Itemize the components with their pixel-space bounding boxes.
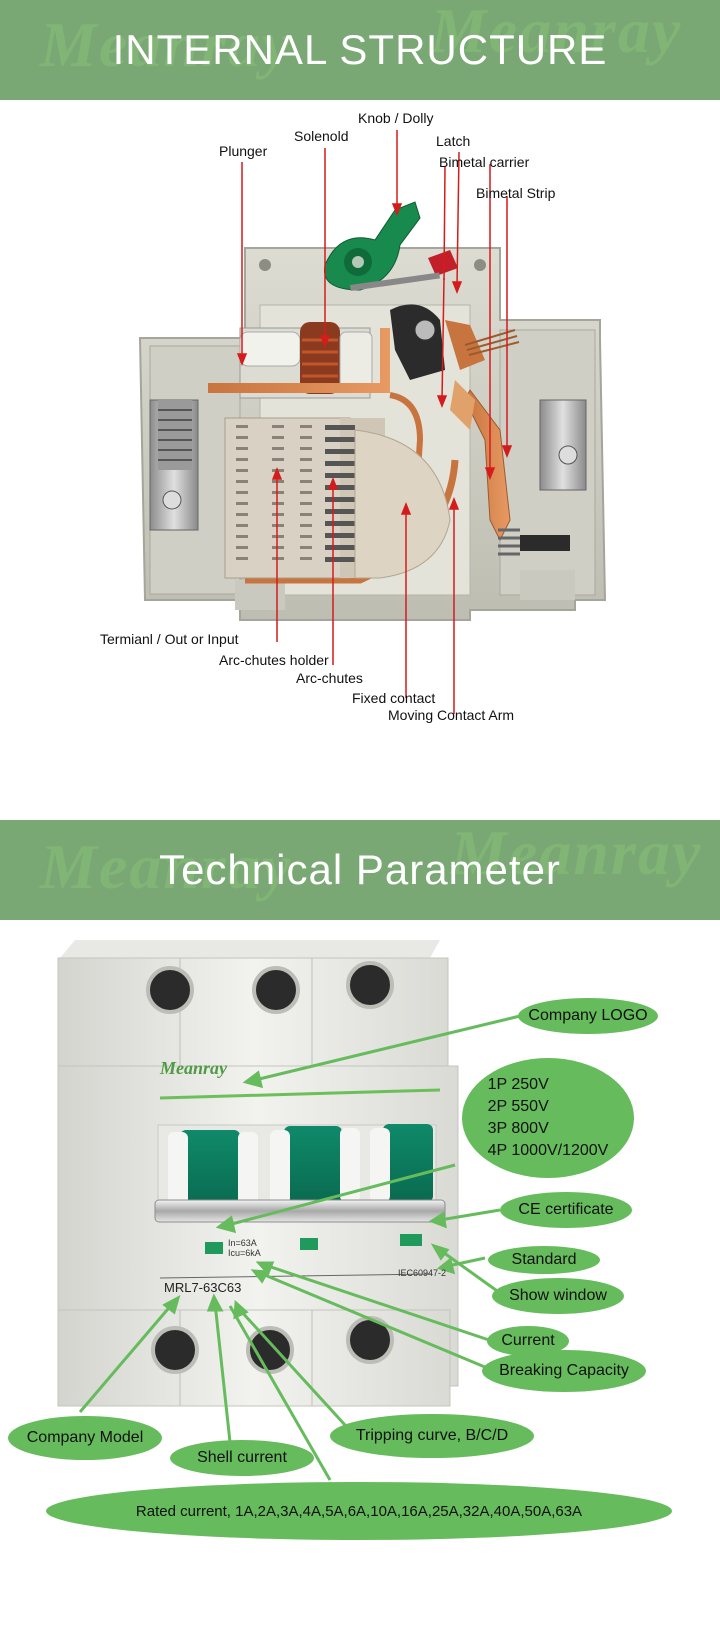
voltage-1p: 1P 250V — [487, 1076, 549, 1093]
bubble-company-logo-text: Company LOGO — [528, 1007, 648, 1024]
arc-chutes-holder — [224, 417, 451, 579]
right-terminal-screw — [539, 399, 587, 491]
bubble-breaking-capacity: Breaking Capacity — [482, 1350, 646, 1392]
section-title-parameters: Technical Parameter — [159, 846, 561, 893]
bubble-company-model-text: Company Model — [26, 1429, 144, 1446]
top-screw-holes — [146, 961, 394, 1014]
brand-stripe — [159, 1088, 441, 1100]
label-solenoid: Solenold — [294, 128, 349, 144]
label-bimetal-carrier: Bimetal carrier — [439, 154, 530, 170]
watermark-logo: Meanray — [40, 831, 293, 902]
label-moving-contact-arm: Moving Contact Arm — [388, 707, 515, 723]
watermark-logo: Meanray — [430, 0, 683, 66]
bubble-show-window: Show window — [492, 1278, 624, 1314]
label-arc-chutes-holder: Arc-chutes holder — [219, 652, 329, 668]
bubble-tripping-curve-text: Tripping curve, B/C/D — [355, 1427, 509, 1444]
label-terminal: Termianl / Out or Input — [100, 631, 239, 647]
bubble-rated-current: Rated current, 1A,2A,3A,4A,5A,6A,10A,16A… — [46, 1482, 672, 1540]
device-rating-icu: Icu=6kA — [228, 1248, 261, 1258]
latch — [350, 250, 458, 291]
bubble-current-text: Current — [501, 1332, 555, 1349]
bubble-voltage-ratings: 1P 250V 2P 550V 3P 800V 4P 1000V/1200V — [462, 1058, 634, 1178]
technical-parameter-diagram: Meanray In=63A Icu=6kA MRL7-63C63 IEC609… — [0, 920, 720, 1640]
bubble-rated-current-text: Rated current, 1A,2A,3A,4A,5A,6A,10A,16A… — [135, 1502, 583, 1520]
label-bimetal-strip: Bimetal Strip — [476, 185, 556, 201]
label-fixed-contact: Fixed contact — [352, 690, 436, 706]
bubble-company-logo: Company LOGO — [518, 998, 658, 1034]
bottom-screw-holes — [151, 1316, 394, 1374]
device-brand-logo: Meanray — [160, 1058, 227, 1078]
watermark-logo: Meanray — [450, 820, 703, 888]
label-plunger: Plunger — [219, 143, 268, 159]
handle-bar — [154, 1199, 446, 1223]
watermark-logo: Meanray — [40, 9, 293, 80]
bubble-standard: Standard — [488, 1246, 600, 1274]
section-banner-parameters: Meanray Meanray Technical Parameter — [0, 820, 720, 920]
bubble-standard-text: Standard — [511, 1251, 577, 1268]
callout-arrows — [78, 1014, 521, 1481]
device-rating-in: In=63A — [228, 1238, 257, 1248]
bubble-shell-current-text: Shell current — [197, 1449, 287, 1466]
device-model-number: MRL7-63C63 — [164, 1280, 242, 1295]
bimetal-strip — [450, 380, 570, 556]
bubble-breaking-capacity-text: Breaking Capacity — [499, 1362, 629, 1379]
section-banner-structure: Meanray Meanray INTERNAL STRUCTURE — [0, 0, 720, 100]
left-terminal-screw — [149, 399, 199, 531]
trip-mechanism — [390, 304, 520, 380]
label-knob-dolly: Knob / Dolly — [358, 110, 434, 126]
bubble-show-window-text: Show window — [509, 1287, 607, 1304]
show-windows — [205, 1234, 422, 1254]
leader-lines — [236, 130, 513, 714]
voltage-3p: 3P 800V — [487, 1120, 549, 1137]
breaker-front-illustration — [57, 940, 521, 1481]
bubble-ce-certificate: CE certificate — [500, 1192, 632, 1228]
section-title-structure: INTERNAL STRUCTURE — [112, 26, 608, 73]
label-arc-chutes: Arc-chutes — [296, 670, 363, 686]
bubble-ce-certificate-text: CE certificate — [518, 1201, 614, 1218]
bubble-shell-current: Shell current — [170, 1440, 314, 1476]
voltage-2p: 2P 550V — [487, 1098, 549, 1115]
breaker-cutaway-illustration — [138, 130, 607, 714]
voltage-4p: 4P 1000V/1200V — [487, 1142, 609, 1159]
knob-dolly — [323, 201, 421, 291]
voltage-list: 1P 250V 2P 550V 3P 800V 4P 1000V/1200V — [488, 1076, 609, 1160]
bubble-tripping-curve: Tripping curve, B/C/D — [330, 1414, 534, 1458]
bubble-company-model: Company Model — [8, 1416, 162, 1460]
internal-structure-diagram: Knob / Dolly Solenold Plunger Latch Bime… — [0, 100, 720, 800]
label-latch: Latch — [436, 133, 471, 149]
device-standard-mark: IEC60947-2 — [398, 1268, 447, 1278]
